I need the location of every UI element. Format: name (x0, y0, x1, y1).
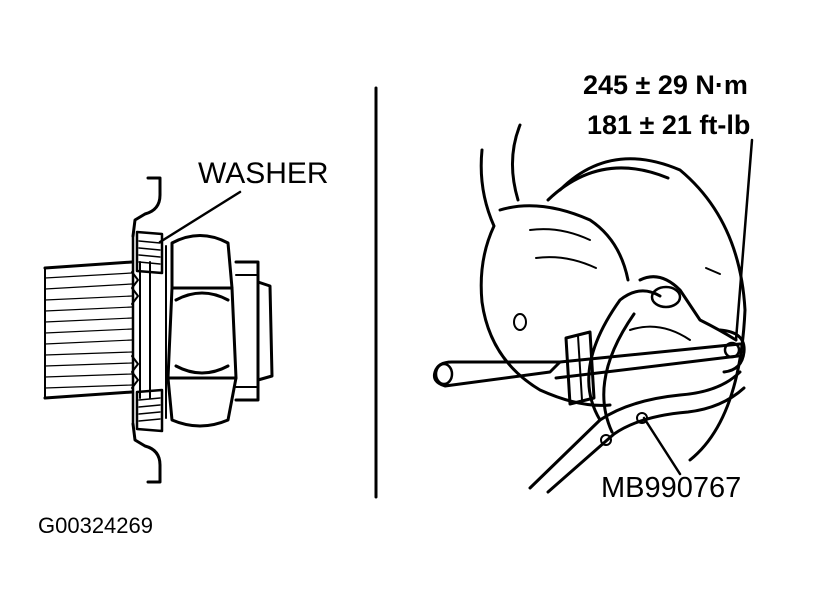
shaft-end (234, 260, 274, 402)
hub-nut-assembly (43, 176, 274, 484)
hub-flange (131, 176, 162, 484)
torque-spec-imperial: 181 ± 21 ft-lb (587, 110, 751, 140)
tool-leader-line (642, 416, 682, 476)
special-tool-label: MB990767 (601, 472, 742, 504)
washer-leader-line (158, 190, 242, 244)
hex-nut (165, 234, 238, 428)
wheel-hub-assembly (479, 123, 747, 462)
torque-spec-metric: 245 ± 29 N·m (583, 70, 748, 100)
washer-label: WASHER (198, 157, 329, 190)
drive-shaft (43, 260, 134, 400)
torque-leader-line (734, 138, 754, 342)
washer-pads (135, 230, 164, 433)
figure-id: G00324269 (38, 513, 153, 538)
special-tool-holder (528, 289, 746, 494)
